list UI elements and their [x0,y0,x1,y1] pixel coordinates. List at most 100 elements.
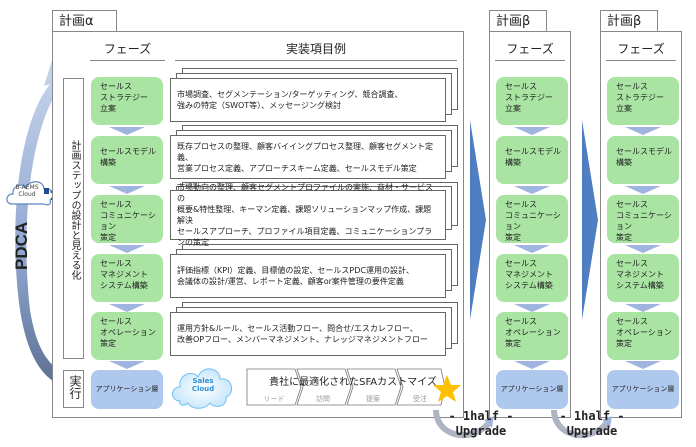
item-line: 強みの特定（SWOT等）、メッセージング検討 [177,101,342,110]
phase-header-line [90,60,165,61]
phase-sales-strategy[interactable]: セールス ストラテジー 立案 [91,77,163,125]
phase-sales-strategy[interactable]: セールス ストラテジー 立案 [496,77,568,125]
transition-arrow-icon [470,120,486,320]
upgrade-line: Upgrade [566,424,618,438]
phase-line: 策定 [505,339,521,348]
down-arrow-icon [625,361,661,369]
cloud-label-line: B-AEMS [15,184,39,191]
items-header-line [175,60,457,61]
application-layer[interactable]: アプリケーション層 [607,370,679,409]
item-line: 営業プロセス定義、アプローチスキーム定義、セールスモデル策定 [177,163,417,173]
chevron-proposal [346,368,402,406]
implementation-item[interactable]: 市場動向の整理、顧客セグメントプロファイルの実施、商材・サービスの 概要&特性整… [170,183,446,247]
phase-line: セールス [616,200,648,209]
phase-line: 構築 [616,158,632,167]
phase-line: セールスモデル [616,147,672,156]
sales-cloud-line: Cloud [191,385,215,393]
phase-line: セールス [505,317,537,326]
star-icon [433,375,461,402]
sfa-step-proposal[interactable]: 提案 [366,395,380,403]
item-line: 改善OPフロー、メンバーマネジメント、ナレッジマネジメントフロー [177,335,428,344]
phase-line: 立案 [616,104,632,113]
down-arrow-icon [514,304,550,312]
phase-line: システム構築 [505,281,553,290]
sfa-step-order[interactable]: 受注 [413,395,427,403]
phase-line: ストラテジー [616,93,664,102]
phase-sales-management[interactable]: セールス マネジメント システム構築 [91,254,163,302]
phase-line: セールス [100,200,132,209]
sales-cloud-icon [172,368,233,409]
plan-design-label: 計画ステップの設計と見える化 [69,140,80,280]
phase-line: 策定 [505,233,521,242]
pdca-arrow [15,60,62,386]
tab-plan-beta[interactable]: 計画β [489,10,547,32]
down-arrow-icon [109,186,145,194]
phase-line: セールスモデル [100,147,156,156]
upgrade-line: - 1half - [448,409,514,423]
phase-sales-communication[interactable]: セールス コミュニケーション 策定 [91,195,163,243]
phase-header: フェーズ [506,42,554,56]
phase-header: フェーズ [617,42,665,56]
upgrade-arrow-icon [551,410,612,439]
phase-line: オペレーション [616,328,672,337]
implementation-item-stack: 市場調査、セグメンテーション/ターゲッティング、競合調査、 強みの特定（SWOT… [170,68,460,124]
phase-line: セールスモデル [505,147,561,156]
down-arrow-icon [514,361,550,369]
sales-cloud-label: Sales Cloud [190,377,216,393]
application-layer[interactable]: アプリケーション層 [91,370,163,409]
down-arrow-icon [514,127,550,135]
sfa-process-chevrons [246,368,445,406]
item-line: 市場調査、セグメンテーション/ターゲッティング、競合調査、 [177,90,403,99]
phase-sales-model[interactable]: セールスモデル 構築 [496,136,568,184]
tab-plan-beta2[interactable]: 計画β２ [600,10,658,51]
implementation-item[interactable]: 運用方針&ルール、セールス活動フロー、問合せ/エスカレフロー、 改善OPフロー、… [170,312,446,356]
sfa-step-visit[interactable]: 訪問 [316,395,330,403]
phase-line: マネジメント [100,270,148,279]
phase-line: 策定 [616,233,632,242]
phase-line: ストラテジー [505,93,553,102]
phase-sales-communication[interactable]: セールス コミュニケーション 策定 [496,195,568,243]
phase-sales-model[interactable]: セールスモデル 構築 [91,136,163,184]
tab-plan-alpha[interactable]: 計画α [52,10,117,32]
item-line: 概要&特性整理、キーマン定義、課題ソリューションマップ作成、課題解決 [177,205,432,225]
phase-sales-communication[interactable]: セールス コミュニケーション 策定 [607,195,679,243]
phase-sales-strategy[interactable]: セールス ストラテジー 立案 [607,77,679,125]
phase-sales-management[interactable]: セールス マネジメント システム構築 [496,254,568,302]
upgrade-label: - 1half - Upgrade [557,409,627,439]
upgrade-label: - 1half - Upgrade [446,409,516,439]
down-arrow-icon [109,245,145,253]
application-layer[interactable]: アプリケーション層 [496,370,568,409]
chevron-order [396,368,445,406]
upgrade-arrow-icon [433,410,494,439]
phase-line: セールス [505,200,537,209]
phase-header-line [495,60,565,61]
phase-line: セールス [616,82,648,91]
phase-line: セールス [616,259,648,268]
item-line: セールスアプローチ、プロファイル項目定義、コミュニケーションプランの策定 [177,227,433,247]
phase-header: フェーズ [103,42,152,56]
transition-arrow-icon [582,120,598,320]
phase-sales-model[interactable]: セールスモデル 構築 [607,136,679,184]
phase-line: 構築 [505,158,521,167]
down-arrow-icon [109,127,145,135]
phase-line: システム構築 [100,281,148,290]
b-aems-cloud-label: B-AEMS Cloud [12,184,42,198]
phase-sales-operation[interactable]: セールス オペレーション 策定 [91,312,163,360]
phase-sales-operation[interactable]: セールス オペレーション 策定 [607,312,679,360]
phase-line: 構築 [100,158,116,167]
item-line: 評価指標（KPI）定義、目標値の設定、セールスPDC運用の設計、 [177,266,414,275]
implementation-item-stack: 市場動向の整理、顧客セグメントプロファイルの実施、商材・サービスの 概要&特性整… [170,182,460,247]
implementation-item[interactable]: 市場調査、セグメンテーション/ターゲッティング、競合調査、 強みの特定（SWOT… [170,78,446,122]
phase-line: オペレーション [100,328,156,337]
implementation-item[interactable]: 評価指標（KPI）定義、目標値の設定、セールスPDC運用の設計、 会議体の設計/… [170,254,446,298]
sfa-step-lead[interactable]: リード [263,395,285,403]
phase-sales-operation[interactable]: セールス オペレーション 策定 [496,312,568,360]
implementation-item[interactable]: 既存プロセスの整理、顧客バイイングプロセス整理、顧客セグメント定義、 営業プロセ… [170,135,446,179]
down-arrow-icon [514,245,550,253]
phase-sales-management[interactable]: セールス マネジメント システム構築 [607,254,679,302]
down-arrow-icon [109,361,145,369]
phase-line: コミュニケーション [616,211,672,231]
phase-line: 策定 [100,339,116,348]
phase-line: セールス [616,317,648,326]
phase-line: セールス [100,259,132,268]
